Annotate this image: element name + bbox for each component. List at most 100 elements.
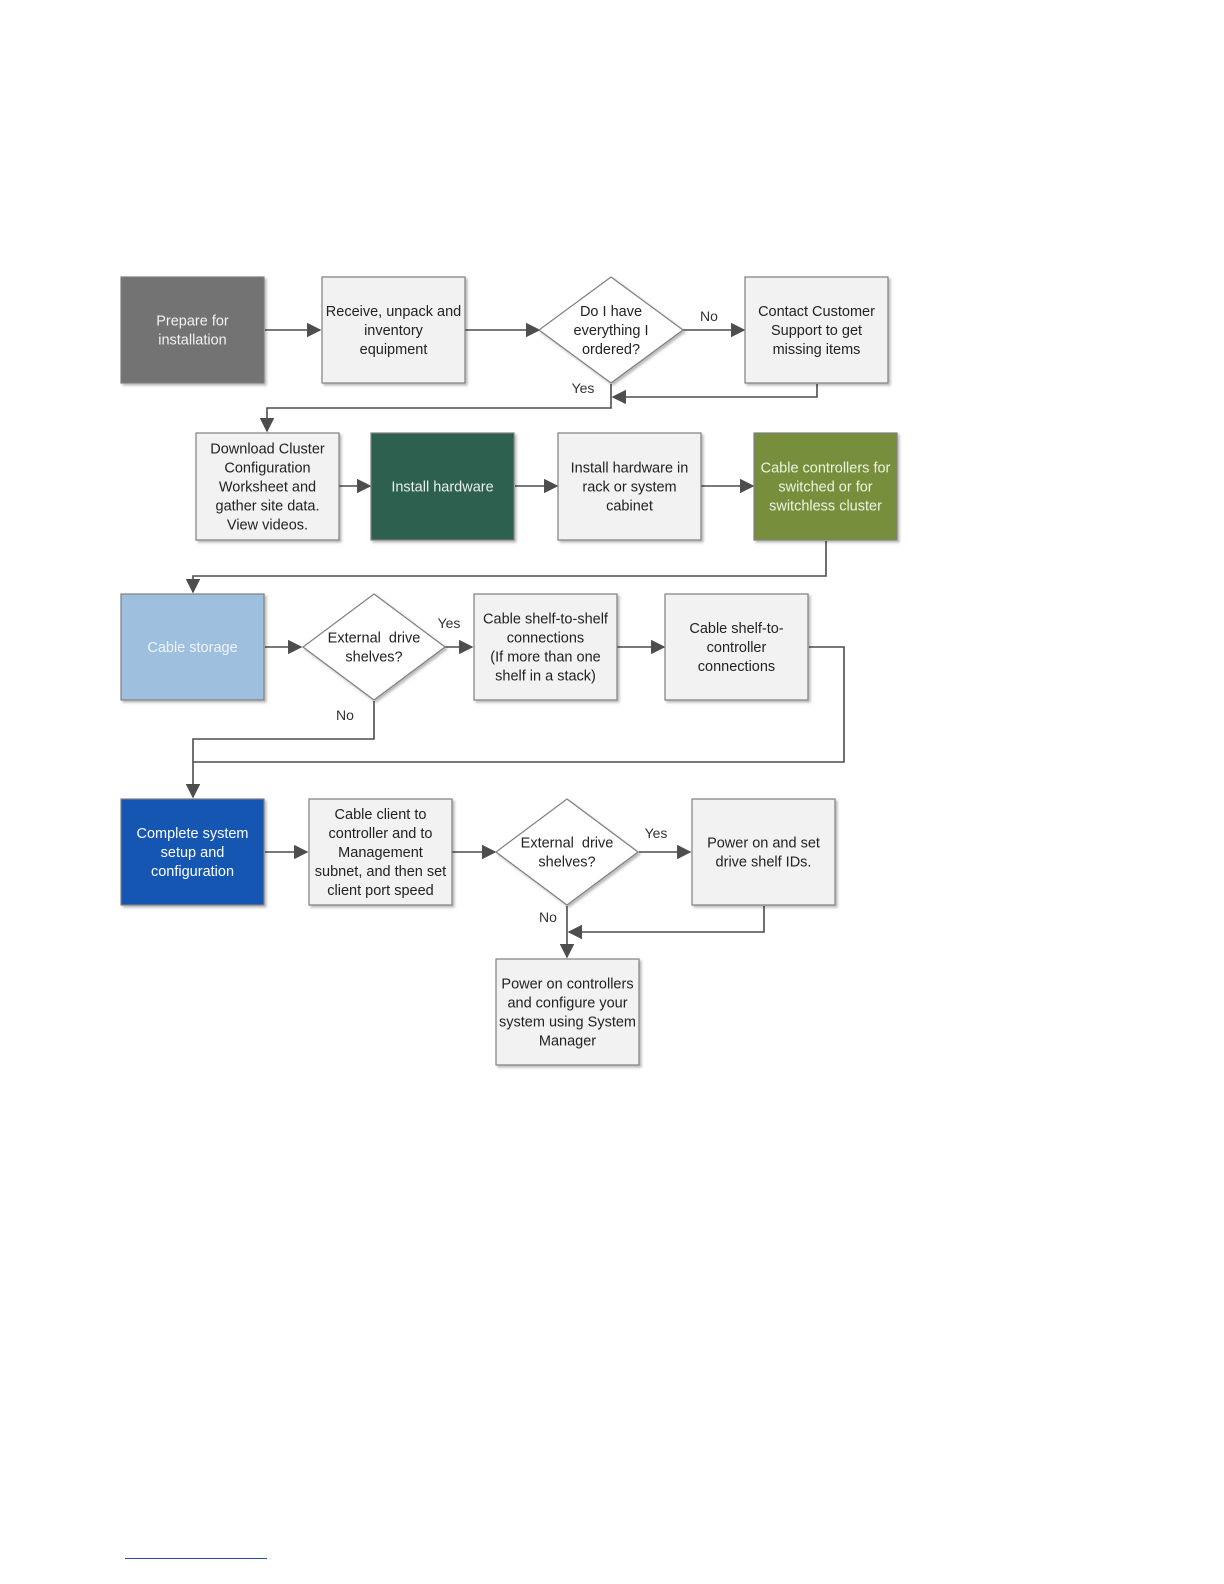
node-label-line: Cable storage xyxy=(147,640,237,656)
node-label-line: Cable shelf-to-shelf xyxy=(483,612,609,628)
process-box xyxy=(557,432,702,541)
node-power-controllers: Power on controllers and configure your sy… xyxy=(495,958,640,1066)
flowchart-nodes: Prepare for installation Receive, unpack a… xyxy=(120,276,898,1066)
node-label-line: rack or system xyxy=(582,480,676,496)
node-power-shelf-ids: Power on and set drive shelf IDs. xyxy=(691,798,836,906)
edge-label-yes: Yes xyxy=(572,380,595,396)
process-box xyxy=(321,276,466,384)
process-box xyxy=(120,593,265,701)
edge-label-no: No xyxy=(336,707,354,723)
edge-label-yes: Yes xyxy=(645,825,668,841)
node-label-line: Cable shelf-to- xyxy=(689,621,783,637)
node-label-line: Management xyxy=(338,845,423,861)
process-box xyxy=(664,593,809,701)
node-label-line: installation xyxy=(158,333,227,349)
decision-diamond xyxy=(301,593,447,701)
node-label-line: switched or for xyxy=(778,480,872,496)
node-label-line: View videos. xyxy=(227,518,308,534)
node-label-line: subnet, and then set xyxy=(315,864,446,880)
node-label-line: Receive, unpack and xyxy=(326,304,461,320)
node-label-line: Prepare for xyxy=(156,314,229,330)
node-label-line: switchless cluster xyxy=(769,499,882,515)
edge-label-yes: Yes xyxy=(438,615,461,631)
process-box xyxy=(744,276,889,384)
node-label-line: connections xyxy=(698,659,775,675)
connectors xyxy=(185,322,845,959)
node-install-hardware: Install hardware xyxy=(370,432,515,541)
arrow-shelf-controller-return xyxy=(193,646,845,763)
node-label-line: Complete system xyxy=(136,826,248,842)
node-label-line: Install hardware in xyxy=(571,461,689,477)
node-cable-client: Cable client to controller and to Manageme… xyxy=(308,798,453,906)
node-shelf-to-controller: Cable shelf-to-controller connections xyxy=(664,593,809,701)
node-prepare: Prepare for installation xyxy=(120,276,265,384)
node-label-line: equipment xyxy=(360,342,428,358)
arrow-question-yes-to-download xyxy=(259,384,612,433)
arrow-power-shelf-return xyxy=(567,906,765,940)
node-label-line: ordered? xyxy=(582,342,640,358)
node-label-line: shelves? xyxy=(538,855,595,871)
node-label-line: Configuration xyxy=(224,461,310,477)
node-label-line: connections xyxy=(507,631,584,647)
node-receive: Receive, unpack and inventory equipment xyxy=(321,276,466,384)
edge-label-no: No xyxy=(539,909,557,925)
process-box xyxy=(120,276,265,384)
node-label-line: Contact Customer xyxy=(758,304,875,320)
node-q-everything: Do I have everything I ordered? xyxy=(537,276,685,384)
process-box xyxy=(691,798,836,906)
node-label-line: inventory xyxy=(364,323,424,339)
node-q-shelves-1: External drive shelves? xyxy=(301,593,447,701)
process-box xyxy=(753,432,898,541)
node-cable-controllers: Cable controllers for switched or for swit… xyxy=(753,432,898,541)
node-label-line: Power on controllers xyxy=(501,977,633,993)
node-label-line: shelf in a stack) xyxy=(495,669,596,685)
edge-labels: No Yes Yes No Yes No xyxy=(336,308,718,925)
node-label-line: Manager xyxy=(539,1034,596,1050)
node-label-line: External drive xyxy=(521,836,614,852)
node-label-line: configuration xyxy=(151,864,234,880)
node-label-line: Cable client to xyxy=(335,807,427,823)
node-label-line: controller and to xyxy=(329,826,433,842)
decision-diamond xyxy=(537,276,685,384)
node-label-line: Do I have xyxy=(580,304,642,320)
node-label-line: missing items xyxy=(773,342,861,358)
process-box xyxy=(473,593,618,701)
arrow-cable-controllers-to-storage xyxy=(185,541,827,594)
node-label-line: Support to get xyxy=(771,323,862,339)
node-complete-setup: Complete system setup and configuration xyxy=(120,798,265,906)
node-q-shelves-2: External drive shelves? xyxy=(494,798,640,906)
node-install-rack: Install hardware in rack or system cabinet xyxy=(557,432,702,541)
process-box xyxy=(495,958,640,1066)
node-label-line: Cable controllers for xyxy=(761,461,891,477)
node-label-line: controller xyxy=(707,640,767,656)
node-label-line: Download Cluster xyxy=(210,442,325,458)
node-label-line: (If more than one xyxy=(490,650,600,666)
decision-diamond xyxy=(494,798,640,906)
node-label-line: External drive xyxy=(328,631,421,647)
node-label-line: Power on and set xyxy=(707,836,820,852)
node-cable-storage: Cable storage xyxy=(120,593,265,701)
process-box xyxy=(195,432,340,541)
arrow-question-no-to-complete xyxy=(185,701,375,799)
node-label-line: Worksheet and xyxy=(219,480,316,496)
process-box xyxy=(370,432,515,541)
node-label-line: Install hardware xyxy=(391,480,493,496)
node-label-line: gather site data. xyxy=(216,499,320,515)
process-box xyxy=(308,798,453,906)
process-box xyxy=(120,798,265,906)
footer-link-underline[interactable] xyxy=(125,1558,267,1559)
arrow-support-return xyxy=(611,384,818,405)
node-label-line: shelves? xyxy=(345,650,402,666)
node-shelf-to-shelf: Cable shelf-to-shelf connections (If more … xyxy=(473,593,618,701)
node-label-line: system using System xyxy=(499,1015,636,1031)
node-label-line: and configure your xyxy=(507,996,627,1012)
node-label-line: setup and xyxy=(161,845,225,861)
node-label-line: cabinet xyxy=(606,499,653,515)
edge-label-no: No xyxy=(700,308,718,324)
node-label-line: everything I xyxy=(574,323,649,339)
node-label-line: drive shelf IDs. xyxy=(716,855,812,871)
node-label-line: client port speed xyxy=(327,883,433,899)
